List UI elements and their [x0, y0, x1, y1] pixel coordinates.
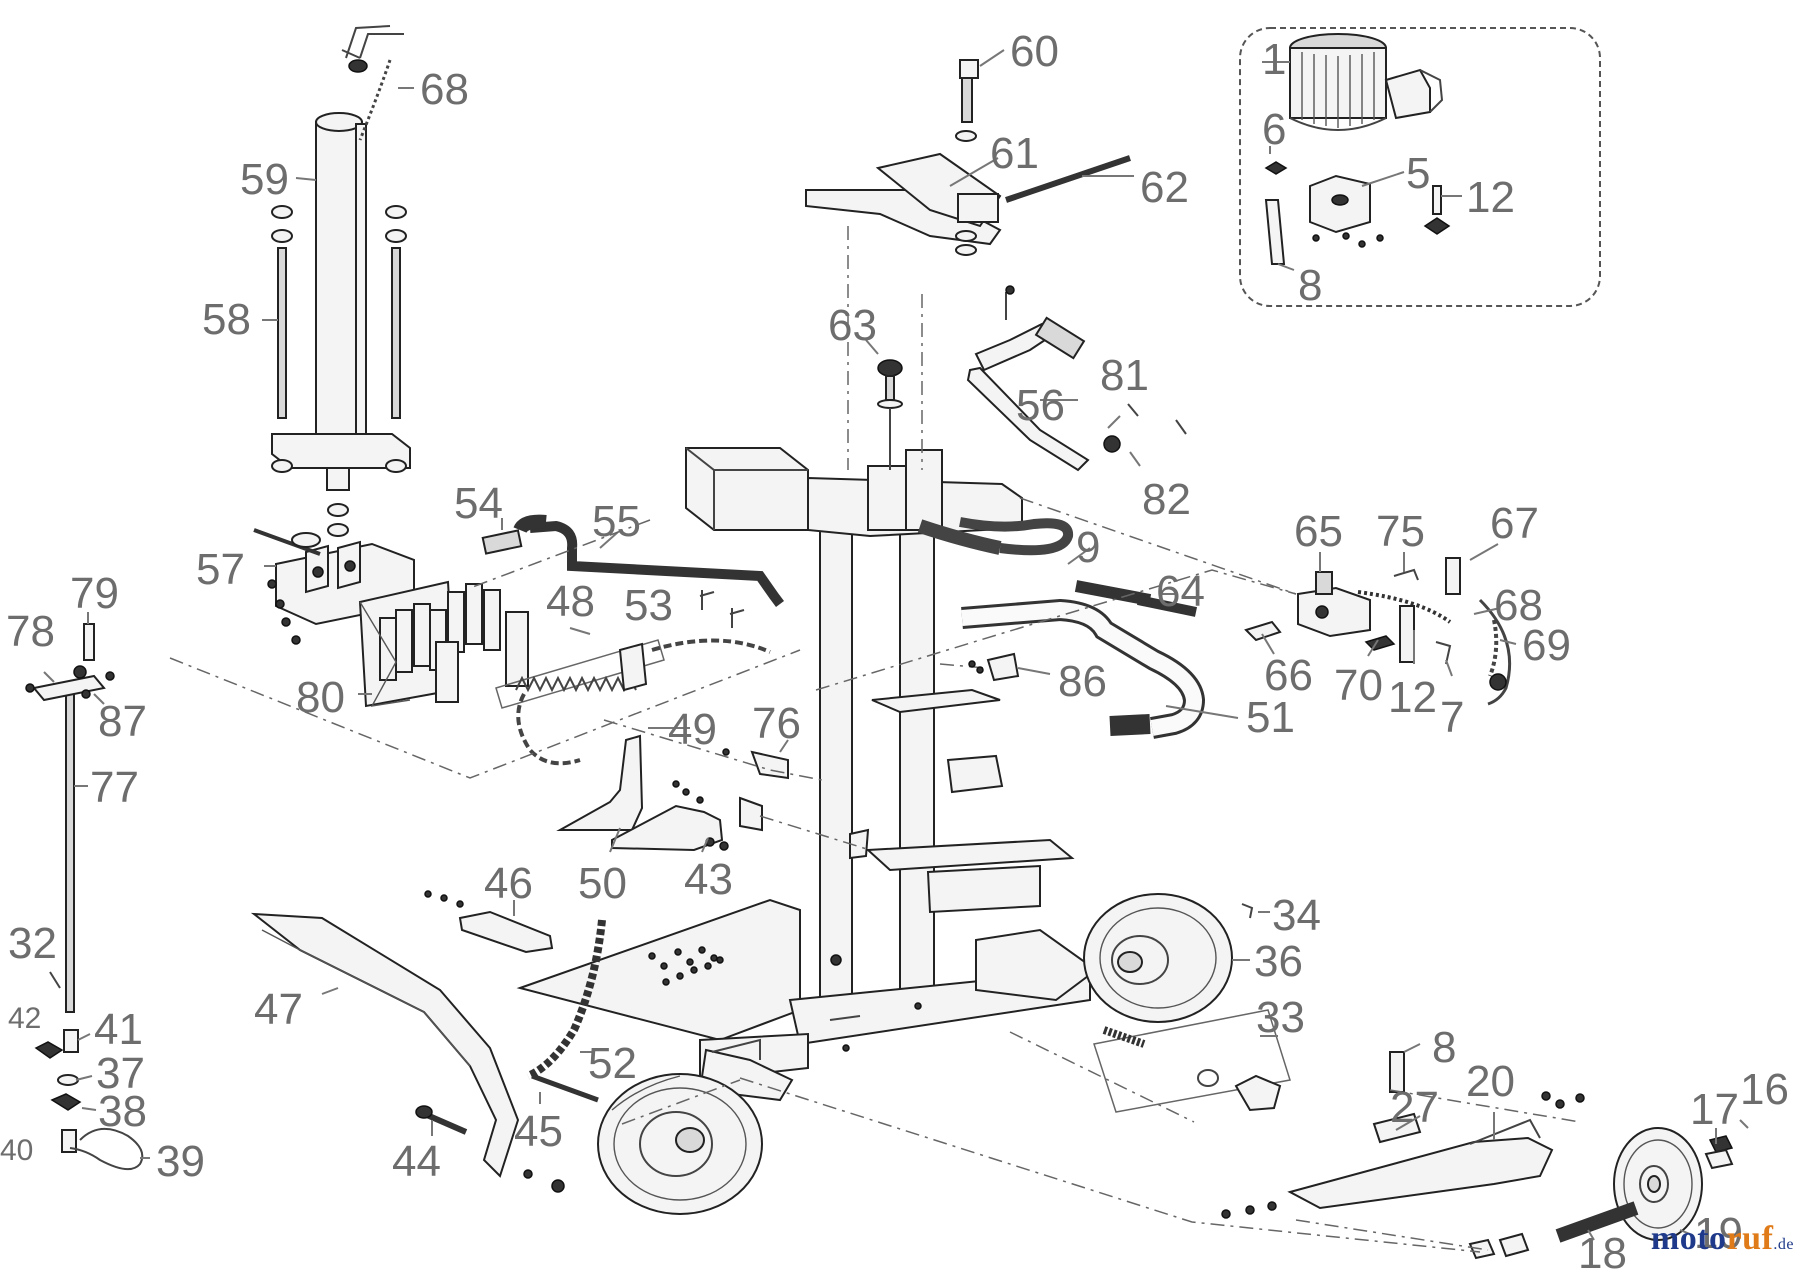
- pins-53: [699, 590, 745, 628]
- splitter-frame: [516, 447, 1098, 1102]
- lever-handle: [966, 285, 1187, 472]
- label-18: 18: [1578, 1229, 1627, 1272]
- label-60: 60: [1010, 27, 1059, 76]
- push-frame: [961, 598, 1239, 739]
- label-82: 82: [1142, 475, 1191, 524]
- label-86: 86: [1058, 657, 1107, 706]
- bracket-46: [424, 890, 554, 954]
- label-19: 19: [1694, 1209, 1743, 1258]
- label-45: 45: [514, 1107, 563, 1156]
- label-53: 53: [624, 581, 673, 630]
- label-39: 39: [156, 1137, 205, 1186]
- label-87: 87: [98, 697, 147, 746]
- dipstick: [865, 339, 903, 470]
- label-65: 65: [1294, 507, 1343, 556]
- label-32: 32: [8, 919, 57, 968]
- wheel-right: [1083, 893, 1250, 1023]
- label-8b: 8: [1432, 1023, 1456, 1072]
- label-16: 16: [1740, 1065, 1789, 1114]
- label-8: 8: [1298, 261, 1322, 310]
- label-50: 50: [578, 859, 627, 908]
- label-6: 6: [1262, 105, 1286, 154]
- label-38: 38: [98, 1087, 147, 1136]
- top-bracket: [805, 49, 1134, 470]
- label-17: 17: [1690, 1085, 1739, 1134]
- label-27: 27: [1390, 1083, 1439, 1132]
- label-58: 58: [202, 295, 251, 344]
- label-42: 42: [8, 1002, 41, 1035]
- label-51: 51: [1246, 693, 1295, 742]
- label-56: 56: [1016, 381, 1065, 430]
- label-67: 67: [1490, 499, 1539, 548]
- label-54: 54: [454, 479, 503, 528]
- label-59: 59: [240, 155, 289, 204]
- pivot-rod: [25, 612, 115, 1013]
- label-33: 33: [1256, 993, 1305, 1042]
- label-36: 36: [1254, 937, 1303, 986]
- label-63: 63: [828, 301, 877, 350]
- label-44: 44: [392, 1137, 441, 1186]
- label-68: 68: [420, 65, 469, 114]
- label-80: 80: [296, 673, 345, 722]
- label-55: 55: [592, 497, 641, 546]
- wedge-assembly: [253, 528, 529, 708]
- watermark-logo: motoruf.de: [1651, 1220, 1794, 1258]
- label-41: 41: [94, 1005, 143, 1054]
- wheel-left: [597, 1073, 763, 1215]
- part-labels: 1 6 5 12 8 60 61 62 63 81 56 82 9 64 65 …: [0, 27, 1789, 1272]
- axle-parts: [1093, 903, 1749, 1260]
- watermark-brand-a: moto: [1650, 1220, 1727, 1257]
- label-47: 47: [254, 985, 303, 1034]
- spring-chain: [495, 627, 771, 766]
- label-40: 40: [0, 1134, 33, 1167]
- watermark-brand-b: ruf: [1726, 1220, 1774, 1257]
- label-61: 61: [990, 129, 1039, 178]
- label-64: 64: [1156, 567, 1205, 616]
- label-69: 69: [1522, 621, 1571, 670]
- label-9: 9: [1076, 523, 1100, 572]
- label-68b: 68: [1494, 581, 1543, 630]
- small-parts: [34, 971, 150, 1171]
- label-81: 81: [1100, 351, 1149, 400]
- wheel-frame: [250, 912, 520, 1178]
- lever-parts: [556, 642, 789, 853]
- label-20: 20: [1466, 1057, 1515, 1106]
- cylinder-assembly: [262, 25, 414, 537]
- label-57: 57: [196, 545, 245, 594]
- label-12: 12: [1466, 173, 1515, 222]
- label-34: 34: [1272, 891, 1321, 940]
- label-1: 1: [1262, 35, 1286, 84]
- label-49: 49: [668, 705, 717, 754]
- label-12b: 12: [1388, 673, 1437, 722]
- label-76: 76: [752, 699, 801, 748]
- label-79: 79: [70, 569, 119, 618]
- label-37: 37: [96, 1049, 145, 1098]
- assembly-lines: [169, 497, 1581, 1253]
- label-77: 77: [90, 763, 139, 812]
- label-5: 5: [1406, 149, 1430, 198]
- label-78: 78: [6, 607, 55, 656]
- label-43: 43: [684, 855, 733, 904]
- chain-axle: [415, 919, 621, 1193]
- label-48: 48: [546, 577, 595, 626]
- rods: [917, 517, 1198, 617]
- motor-inset: [1239, 27, 1601, 307]
- bracket-86: [939, 652, 1051, 682]
- label-75: 75: [1376, 507, 1425, 556]
- label-66: 66: [1264, 651, 1313, 700]
- label-52: 52: [588, 1039, 637, 1088]
- label-46: 46: [484, 859, 533, 908]
- handle-55: [481, 514, 784, 607]
- label-70: 70: [1334, 661, 1383, 710]
- watermark-suffix: .de: [1773, 1236, 1794, 1253]
- label-62: 62: [1140, 163, 1189, 212]
- label-7: 7: [1440, 693, 1464, 742]
- control-valve: [1244, 543, 1517, 706]
